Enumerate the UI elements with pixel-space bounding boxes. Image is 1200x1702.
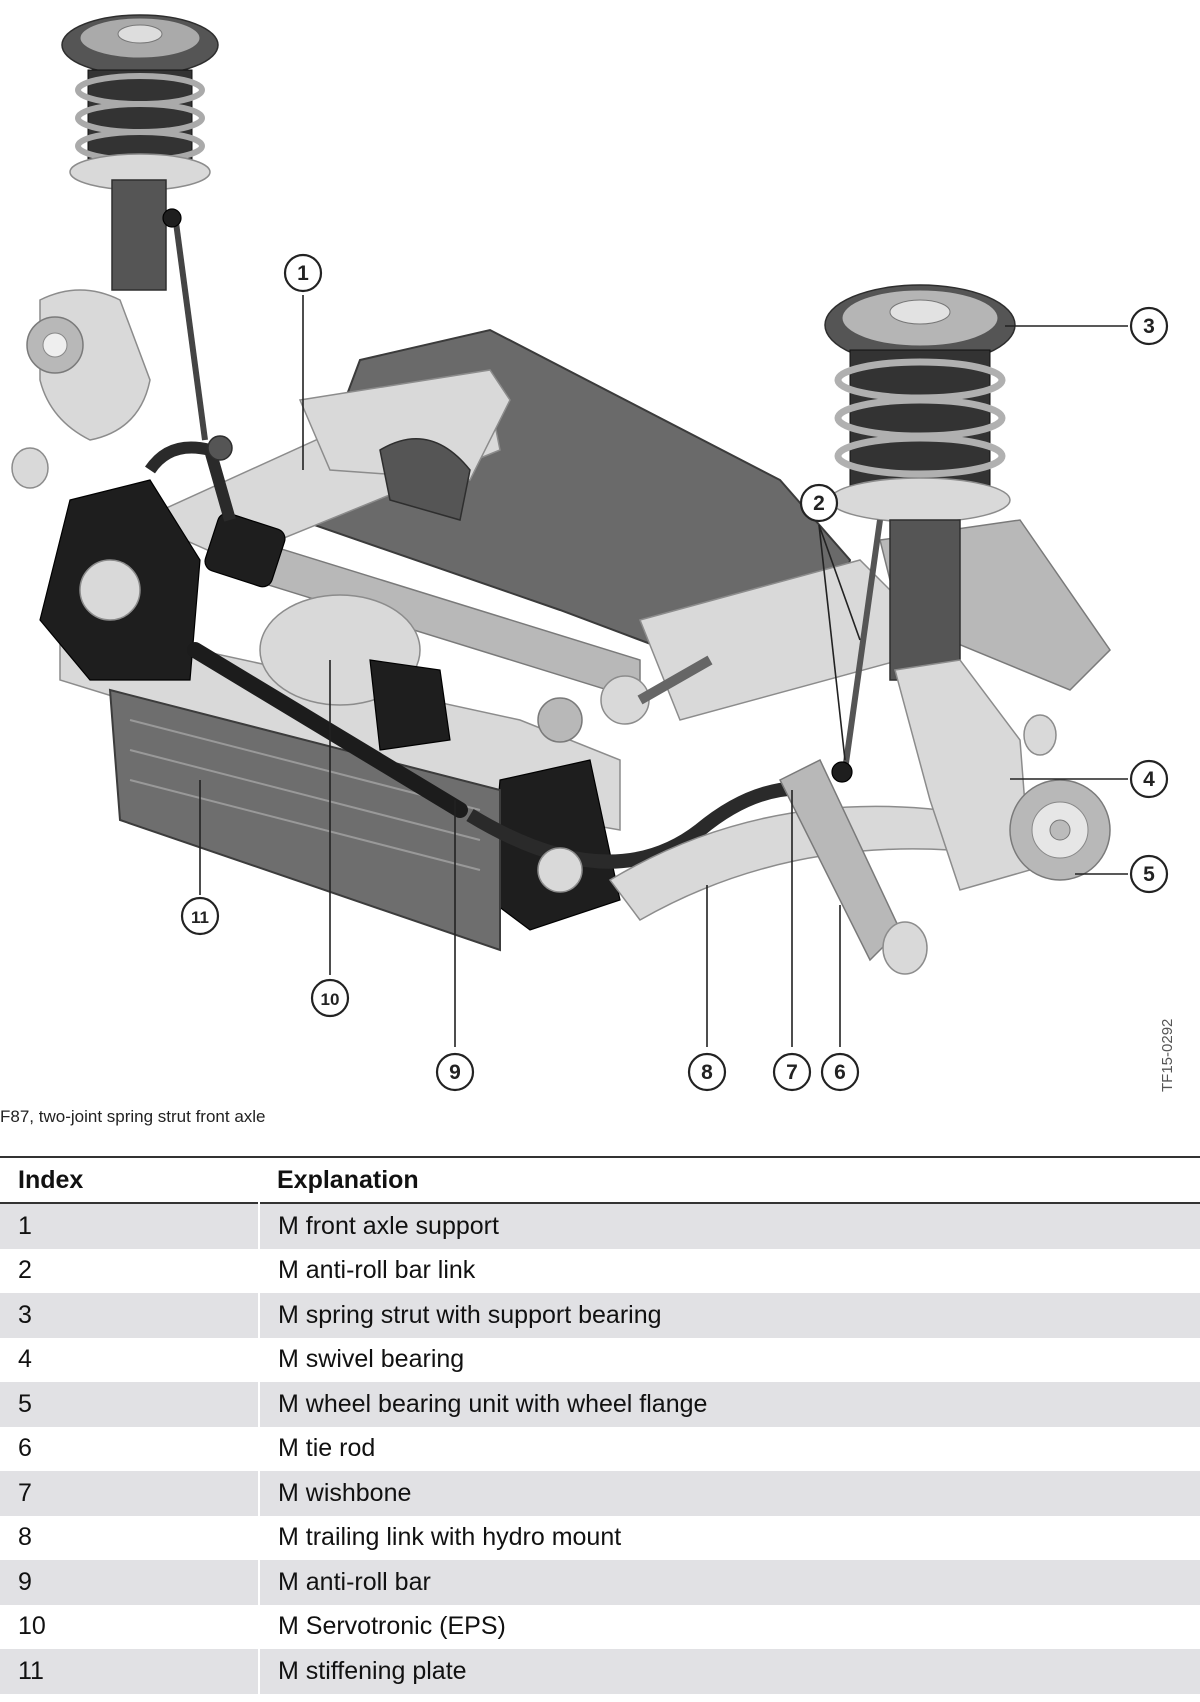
svg-text:7: 7 — [786, 1061, 798, 1084]
right-spring-strut — [824, 284, 1016, 783]
figure-caption: F87, two-joint spring strut front axle — [0, 1107, 266, 1126]
row-index: 2 — [18, 1256, 32, 1285]
callout-6: 6 — [820, 1052, 860, 1092]
row-explanation: M swivel bearing — [258, 1337, 1200, 1382]
header-explanation: Explanation — [277, 1165, 419, 1194]
row-explanation: M trailing link with hydro mount — [258, 1515, 1200, 1560]
table-row: 1 M front axle support — [0, 1203, 1200, 1249]
header-index: Index — [18, 1165, 84, 1194]
axle-illustration: 1 2 3 4 5 6 7 8 — [11, 14, 1176, 1092]
row-index: 10 — [18, 1612, 46, 1641]
anti-roll-bar — [145, 435, 822, 869]
svg-text:9: 9 — [449, 1061, 461, 1084]
table-header-row: Index Explanation — [0, 1157, 1200, 1203]
row-explanation: M Servotronic (EPS) — [258, 1604, 1200, 1649]
row-explanation: M front axle support — [258, 1203, 1200, 1249]
row-index: 5 — [18, 1389, 32, 1418]
table-row: 5 M wheel bearing unit with wheel flange — [0, 1382, 1200, 1427]
svg-text:8: 8 — [701, 1061, 713, 1084]
row-index: 6 — [18, 1434, 32, 1463]
steering-gear — [204, 512, 713, 751]
svg-text:3: 3 — [1143, 315, 1155, 338]
row-explanation: M wishbone — [258, 1471, 1200, 1516]
row-index: 8 — [18, 1523, 32, 1552]
leader-lines — [199, 295, 1128, 1047]
svg-text:11: 11 — [191, 908, 209, 927]
row-explanation: M anti-roll bar link — [258, 1248, 1200, 1293]
axle-drawing: 1 2 3 4 5 6 7 8 — [11, 14, 1176, 1092]
right-swivel-bearing — [894, 659, 1111, 891]
callout-1: 1 — [283, 253, 323, 293]
figure-code: TF15-0292 — [1159, 1019, 1176, 1092]
svg-text:4: 4 — [1143, 768, 1155, 791]
row-explanation: M wheel bearing unit with wheel flange — [258, 1382, 1200, 1427]
svg-text:2: 2 — [813, 492, 825, 515]
callout-4: 4 — [1129, 759, 1169, 799]
callout-8: 8 — [687, 1052, 727, 1092]
table-row: 9 M anti-roll bar — [0, 1560, 1200, 1605]
parts-table: Index Explanation 1 M front axle support… — [0, 1156, 1200, 1694]
callout-2: 2 — [799, 483, 839, 523]
svg-text:10: 10 — [321, 990, 340, 1009]
table-row: 11 M stiffening plate — [0, 1649, 1200, 1694]
table-row: 7 M wishbone — [0, 1471, 1200, 1516]
row-index: 11 — [18, 1656, 44, 1685]
table-row: 6 M tie rod — [0, 1426, 1200, 1471]
table-row: 2 M anti-roll bar link — [0, 1248, 1200, 1293]
table-row: 3 M spring strut with support bearing — [0, 1293, 1200, 1338]
callout-3: 3 — [1129, 306, 1169, 346]
table-row: 8 M trailing link with hydro mount — [0, 1515, 1200, 1560]
callout-11: 11 — [180, 896, 220, 936]
row-explanation: M spring strut with support bearing — [258, 1293, 1200, 1338]
row-index: 1 — [18, 1211, 32, 1240]
row-index: 7 — [18, 1478, 32, 1507]
row-index: 3 — [18, 1300, 32, 1329]
svg-text:6: 6 — [834, 1061, 846, 1084]
svg-text:1: 1 — [297, 262, 309, 285]
callout-5: 5 — [1129, 854, 1169, 894]
row-explanation: M tie rod — [258, 1426, 1200, 1471]
left-spring-strut — [61, 14, 219, 441]
svg-text:5: 5 — [1143, 863, 1155, 886]
row-explanation: M stiffening plate — [258, 1649, 1200, 1694]
row-index: 9 — [18, 1567, 32, 1596]
table-row: 10 M Servotronic (EPS) — [0, 1604, 1200, 1649]
callout-9: 9 — [435, 1052, 475, 1092]
left-knuckle — [11, 289, 151, 489]
row-explanation: M anti-roll bar — [258, 1560, 1200, 1605]
right-lower-links — [537, 758, 951, 975]
callout-7: 7 — [772, 1052, 812, 1092]
row-index: 4 — [18, 1345, 32, 1374]
table-row: 4 M swivel bearing — [0, 1337, 1200, 1382]
callout-10: 10 — [310, 978, 350, 1018]
